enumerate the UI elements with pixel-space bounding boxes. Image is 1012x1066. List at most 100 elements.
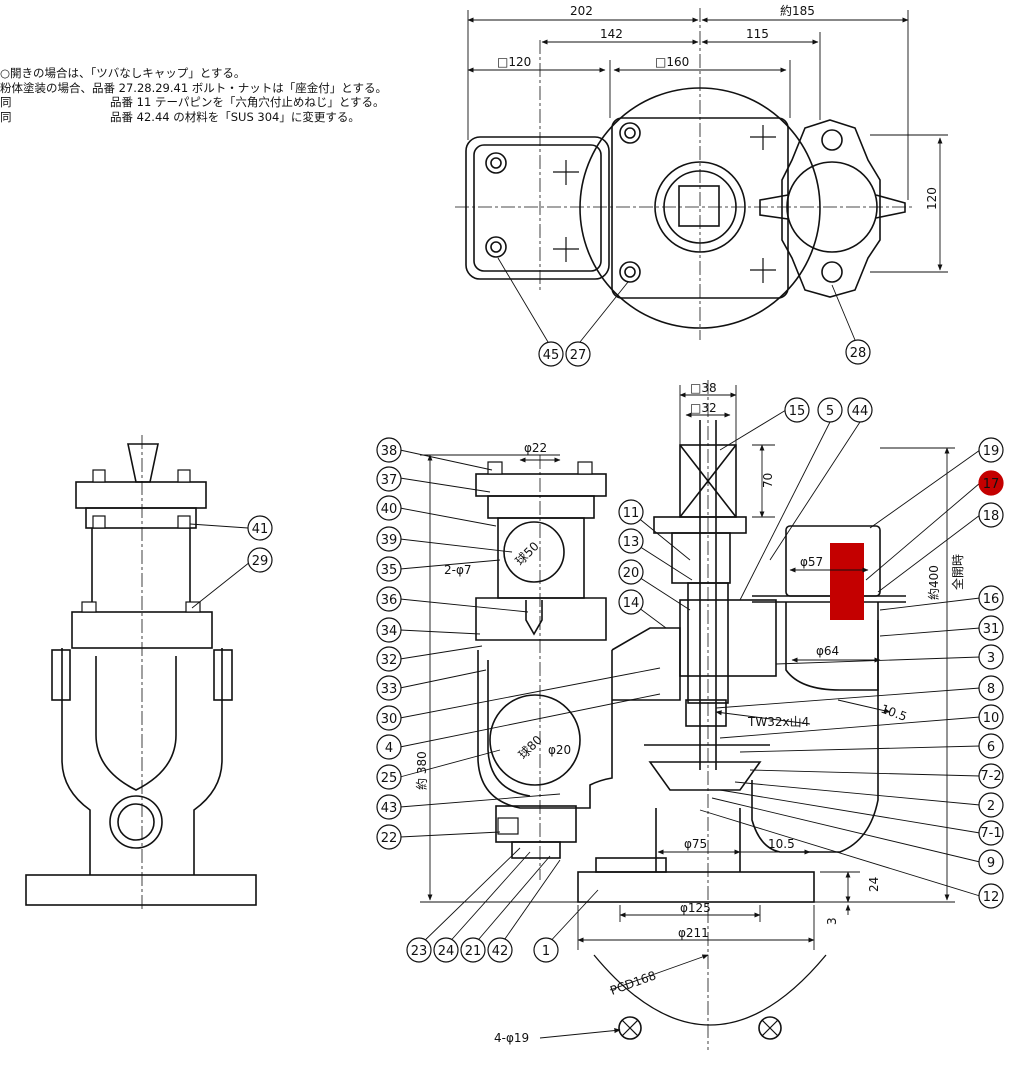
svg-text:33: 33 xyxy=(381,682,398,697)
svg-text:43: 43 xyxy=(381,801,398,816)
dim-10-5-upper: 10.5 xyxy=(879,702,909,724)
section-dimension-lines xyxy=(420,385,955,1039)
plan-dimension-lines xyxy=(467,10,948,273)
callout-36: 36 xyxy=(376,586,402,612)
dim-height-380: 約 380 xyxy=(414,751,429,790)
svg-text:36: 36 xyxy=(381,593,398,608)
dim-ball80: 球80 xyxy=(516,733,545,762)
svg-text:8: 8 xyxy=(987,682,995,697)
dim-4phi19: 4-φ19 xyxy=(494,1031,529,1045)
callout-31: 31 xyxy=(978,615,1004,641)
highlighted-part-17 xyxy=(830,543,864,620)
dim-ball50: 球50 xyxy=(513,539,542,568)
section-callout-leaders xyxy=(399,409,981,947)
svg-text:1: 1 xyxy=(542,944,550,959)
callout-44: 44 xyxy=(847,397,873,423)
svg-text:17: 17 xyxy=(983,477,1000,492)
svg-text:35: 35 xyxy=(381,563,398,578)
svg-text:9: 9 xyxy=(987,856,995,871)
note-text: 同 xyxy=(0,109,12,124)
callout-11: 11 xyxy=(618,499,644,525)
side-view xyxy=(25,443,257,906)
callout-12: 12 xyxy=(978,883,1004,909)
svg-text:6: 6 xyxy=(987,740,995,755)
plan-view xyxy=(465,87,906,329)
svg-text:11: 11 xyxy=(623,506,640,521)
callout-43: 43 xyxy=(376,794,402,820)
svg-text:45: 45 xyxy=(543,348,560,363)
note-text: 同 xyxy=(0,95,12,109)
svg-text:34: 34 xyxy=(381,624,398,639)
svg-text:16: 16 xyxy=(983,592,1000,607)
svg-text:20: 20 xyxy=(623,566,640,581)
callout-25: 25 xyxy=(376,764,402,790)
section-bolts xyxy=(487,461,593,835)
dim-sq32: □32 xyxy=(690,401,717,415)
dim-full-open: 全開時 xyxy=(950,554,965,590)
callout-38: 38 xyxy=(376,437,402,463)
callout-34: 34 xyxy=(376,617,402,643)
svg-text:13: 13 xyxy=(623,535,640,550)
callout-18: 18 xyxy=(978,502,1004,528)
svg-text:18: 18 xyxy=(983,509,1000,524)
svg-text:32: 32 xyxy=(381,653,398,668)
callout-24: 24 xyxy=(433,937,459,963)
callout-5: 5 xyxy=(817,397,843,423)
dim-24: 24 xyxy=(867,877,881,892)
note-text: 品番 42.44 の材料を「SUS 304」に変更する。 xyxy=(110,109,360,124)
dim-sq120: □120 xyxy=(497,55,531,69)
callout-22: 22 xyxy=(376,824,402,850)
callout-14: 14 xyxy=(618,589,644,615)
svg-text:30: 30 xyxy=(381,712,398,727)
callout-33: 33 xyxy=(376,675,402,701)
note-text: 品番 11 テーパピンを「六角穴付止めねじ」とする。 xyxy=(110,95,385,109)
dim-phi64: φ64 xyxy=(816,644,839,658)
callout-17: 17 xyxy=(978,470,1004,496)
svg-text:40: 40 xyxy=(381,502,398,517)
callout-35: 35 xyxy=(376,556,402,582)
callout-23: 23 xyxy=(406,937,432,963)
svg-text:7-2: 7-2 xyxy=(980,769,1001,784)
svg-text:28: 28 xyxy=(850,346,867,361)
callout-7-1: 7-1 xyxy=(978,820,1004,846)
svg-text:38: 38 xyxy=(381,444,398,459)
callout-40: 40 xyxy=(376,495,402,521)
dim-phi20: φ20 xyxy=(548,743,571,757)
dim-2phi7: 2-φ7 xyxy=(444,563,472,577)
callout-42: 42 xyxy=(487,937,513,963)
section-view xyxy=(475,420,906,1040)
svg-text:27: 27 xyxy=(570,348,587,363)
svg-text:24: 24 xyxy=(438,944,455,959)
callout-27: 27 xyxy=(565,341,591,367)
dim-115: 115 xyxy=(746,27,769,41)
callout-6: 6 xyxy=(978,733,1004,759)
dim-142: 142 xyxy=(600,27,623,41)
dim-thread: TW32x山4 xyxy=(747,715,809,729)
callout-7-2: 7-2 xyxy=(978,763,1004,789)
callout-8: 8 xyxy=(978,675,1004,701)
svg-text:14: 14 xyxy=(623,596,640,611)
callout-3: 3 xyxy=(978,644,1004,670)
callout-21: 21 xyxy=(460,937,486,963)
svg-text:42: 42 xyxy=(492,944,509,959)
dim-phi57: φ57 xyxy=(800,555,823,569)
svg-text:10: 10 xyxy=(983,711,1000,726)
svg-text:2: 2 xyxy=(987,799,995,814)
callout-37: 37 xyxy=(376,466,402,492)
callout-10: 10 xyxy=(978,704,1004,730)
svg-text:22: 22 xyxy=(381,831,398,846)
section-centerlines xyxy=(539,380,709,1050)
svg-text:29: 29 xyxy=(252,554,269,569)
callout-29: 29 xyxy=(247,547,273,573)
callout-30: 30 xyxy=(376,705,402,731)
dim-3: 3 xyxy=(825,917,839,925)
callout-41: 41 xyxy=(247,515,273,541)
callout-1: 1 xyxy=(533,937,559,963)
dim-202: 202 xyxy=(570,4,593,18)
svg-text:7-1: 7-1 xyxy=(980,826,1001,841)
callout-32: 32 xyxy=(376,646,402,672)
svg-text:19: 19 xyxy=(983,444,1000,459)
dim-phi125: φ125 xyxy=(680,901,711,915)
side-bolts xyxy=(81,469,201,613)
dim-phi22: φ22 xyxy=(524,441,547,455)
